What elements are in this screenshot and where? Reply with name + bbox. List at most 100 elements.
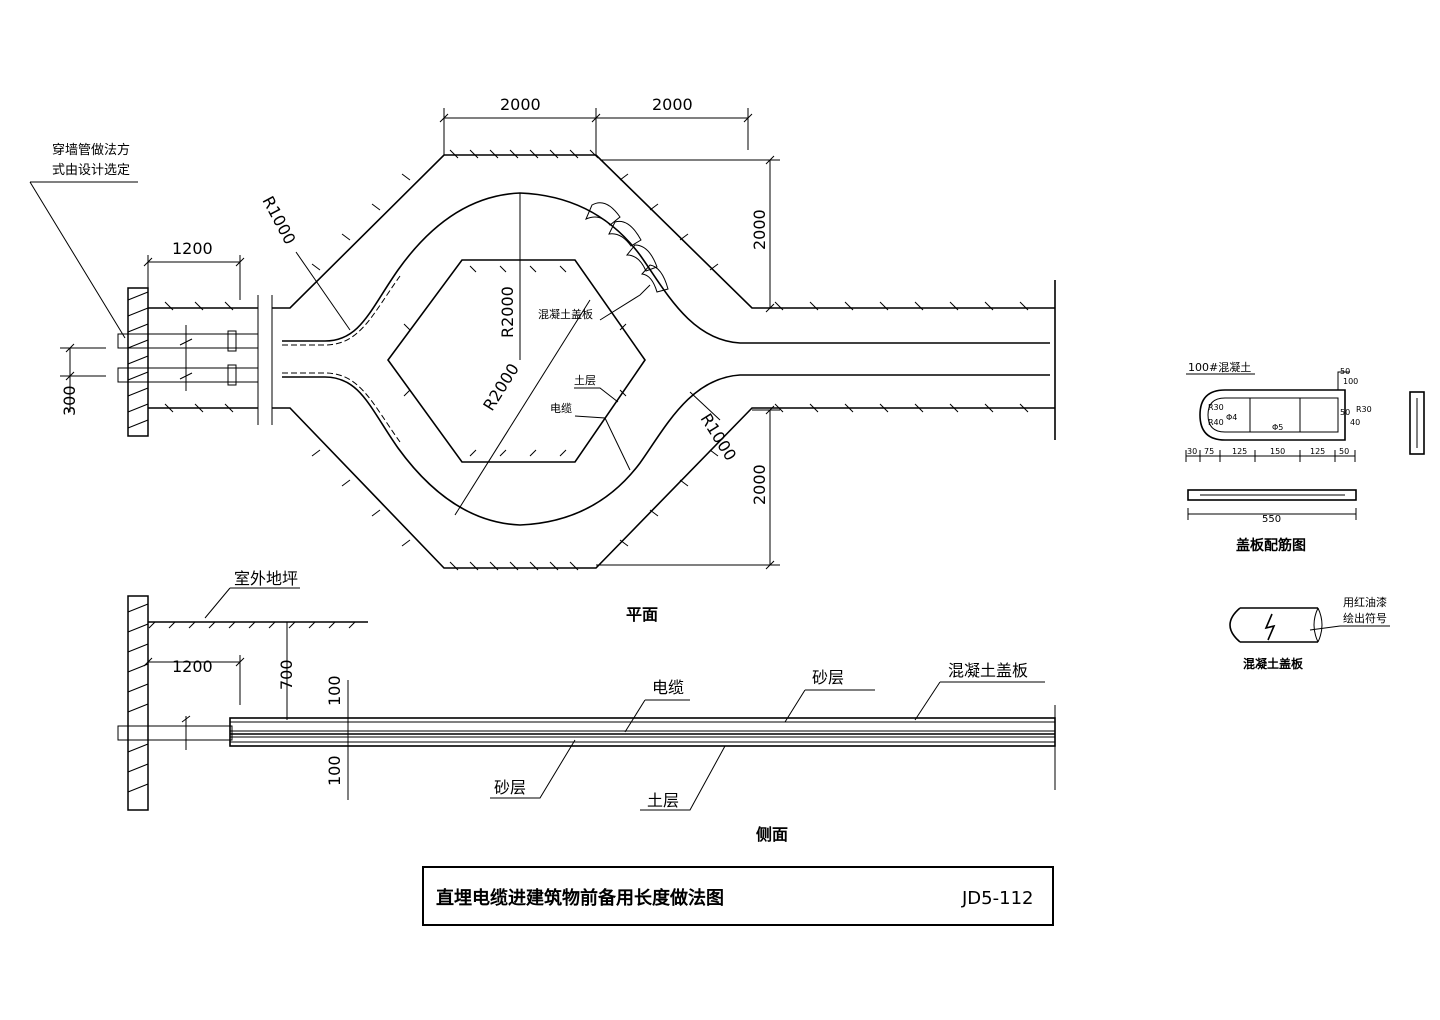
side-label-sand-bottom-leader xyxy=(490,739,576,799)
plan-r1000-left: R1000 xyxy=(258,193,299,248)
plan-right-dimensions xyxy=(596,155,780,570)
detail-ann-r30b: R30 xyxy=(1356,405,1372,414)
symbol-note-leader xyxy=(1309,625,1390,631)
cover-detail: 100#混凝土 30 75 125 150 125 50 R30 R40 Φ4 … xyxy=(1185,360,1425,554)
side-wall-hatch xyxy=(127,603,149,793)
plan-wall-note-leader xyxy=(29,181,138,339)
detail-dim-550-line xyxy=(1187,508,1357,520)
detail-ann-phi4: Φ4 xyxy=(1226,413,1237,422)
plan-label-cable-leader xyxy=(574,415,631,471)
plan-trench-outline-bottom xyxy=(148,407,1055,569)
plan-label-soil-leader xyxy=(574,387,619,403)
cover-symbol: 用红油漆 绘出符号 混凝土盖板 xyxy=(1229,595,1390,671)
plan-wall-hatch xyxy=(127,291,149,429)
plan-inner-hexagon xyxy=(387,259,646,463)
detail-dim-125b: 125 xyxy=(1310,447,1325,456)
plan-cover-plates xyxy=(585,202,669,293)
detail-rebar xyxy=(1207,397,1339,433)
detail-hook xyxy=(1337,371,1350,390)
plan-r2000-lower: R2000 xyxy=(479,360,523,414)
detail-stirrups xyxy=(1249,398,1301,432)
plan-label-cover-leader xyxy=(599,284,651,321)
side-label-cable: 电缆 xyxy=(652,678,684,697)
detail-dim-150: 150 xyxy=(1270,447,1285,456)
title-block: 直埋电缆进建筑物前备用长度做法图 JD5-112 xyxy=(422,866,1054,926)
plan-cable-lower-dash xyxy=(282,372,401,443)
detail-dim-125a: 125 xyxy=(1232,447,1247,456)
plan-pipe-upper xyxy=(117,333,259,349)
side-label-soil: 土层 xyxy=(647,791,679,810)
side-ground-hatch xyxy=(148,621,356,629)
plan-dim-top-right: 2000 xyxy=(652,95,693,114)
detail-concrete-label: 100#混凝土 xyxy=(1188,360,1251,374)
detail-section xyxy=(1409,391,1425,455)
side-wall xyxy=(127,595,149,811)
symbol-break xyxy=(1313,607,1323,643)
side-view: 室外地坪 1200 700 100 100 电缆 砂层 混凝土盖板 砂层 xyxy=(117,569,1056,844)
side-dim-700: 700 xyxy=(277,659,296,690)
side-ground-label: 室外地坪 xyxy=(234,569,298,588)
title-block-frame xyxy=(422,866,1054,926)
plan-pipe-lower xyxy=(117,367,259,383)
detail-caption: 盖板配筋图 xyxy=(1236,537,1306,554)
detail-dim-50: 50 xyxy=(1339,447,1349,456)
detail-ann-r40: R40 xyxy=(1208,418,1224,427)
plan-wall xyxy=(127,287,149,437)
symbol-caption: 混凝土盖板 xyxy=(1243,656,1304,671)
plan-r1000-right-leader xyxy=(689,391,721,421)
plan-view: R1000 R2000 R2000 R1000 2000 2000 2000 2… xyxy=(29,95,1056,624)
side-label-cable-leader xyxy=(624,699,690,733)
plan-top-dimensions xyxy=(439,108,753,155)
side-dim-1200-lines xyxy=(143,655,245,705)
side-dim-100-bottom: 100 xyxy=(325,755,344,786)
side-label-soil-leader xyxy=(640,745,726,811)
side-label-cover-leader xyxy=(914,681,1045,721)
plan-label-soil: 土层 xyxy=(574,374,596,387)
detail-dim-550: 550 xyxy=(1262,514,1281,525)
side-dim-1200: 1200 xyxy=(172,657,213,676)
symbol-note-line2: 绘出符号 xyxy=(1343,611,1387,625)
plan-r2000-lower-leader xyxy=(454,299,591,516)
symbol-plate xyxy=(1229,607,1318,643)
side-label-sand-top-leader xyxy=(784,689,875,723)
side-label-sand-bottom: 砂层 xyxy=(494,778,526,797)
detail-bottom-dim-lines xyxy=(1185,450,1356,462)
plan-r1000-right: R1000 xyxy=(697,410,741,464)
plan-dim-right-upper: 2000 xyxy=(750,209,769,250)
plan-pipe-coupling-lower xyxy=(227,364,237,386)
plan-r2000-upper: R2000 xyxy=(498,286,517,338)
detail-small-dims: 30 75 125 150 125 50 xyxy=(1187,447,1349,456)
detail-ann-phi5: Φ5 xyxy=(1272,423,1283,432)
plan-label-cover: 混凝土盖板 xyxy=(538,307,593,321)
detail-ann-100: 100 xyxy=(1343,377,1358,386)
plan-r1000-left-leader xyxy=(295,251,351,331)
plan-dim-300: 300 xyxy=(60,385,79,416)
side-ground-leader xyxy=(204,587,300,619)
detail-annotations: R30 R40 Φ4 Φ5 50 100 50 40 R30 xyxy=(1208,367,1372,432)
detail-dim-75: 75 xyxy=(1204,447,1214,456)
detail-ann-40: 40 xyxy=(1350,418,1360,427)
plan-wall-note-line1: 穿墙管做法方 xyxy=(52,142,130,158)
detail-ann-50b: 50 xyxy=(1340,408,1350,417)
plan-dim-1200: 1200 xyxy=(172,239,213,258)
plan-dim-300-lines xyxy=(60,343,106,412)
plan-cable-upper xyxy=(282,192,1050,344)
plan-dim-top-left: 2000 xyxy=(500,95,541,114)
plan-trench-outline-top xyxy=(148,154,1055,309)
plan-cable-lower xyxy=(282,374,1050,526)
symbol-note-line1: 用红油漆 xyxy=(1343,595,1387,609)
side-label-cover: 混凝土盖板 xyxy=(948,661,1028,680)
detail-elevation xyxy=(1187,489,1357,501)
side-pipe xyxy=(117,725,233,741)
plan-caption: 平面 xyxy=(626,605,658,624)
plan-soil-hatch xyxy=(164,149,1029,571)
symbol-bolt-icon xyxy=(1264,613,1276,641)
detail-ann-50a: 50 xyxy=(1340,367,1350,376)
side-dim-100-top: 100 xyxy=(325,675,344,706)
detail-ann-r30: R30 xyxy=(1208,403,1224,412)
plan-label-cable: 电缆 xyxy=(550,402,572,415)
title-text: 直埋电缆进建筑物前备用长度做法图 xyxy=(436,887,724,909)
side-label-sand-top: 砂层 xyxy=(812,668,844,687)
detail-plate-outline xyxy=(1199,389,1346,441)
